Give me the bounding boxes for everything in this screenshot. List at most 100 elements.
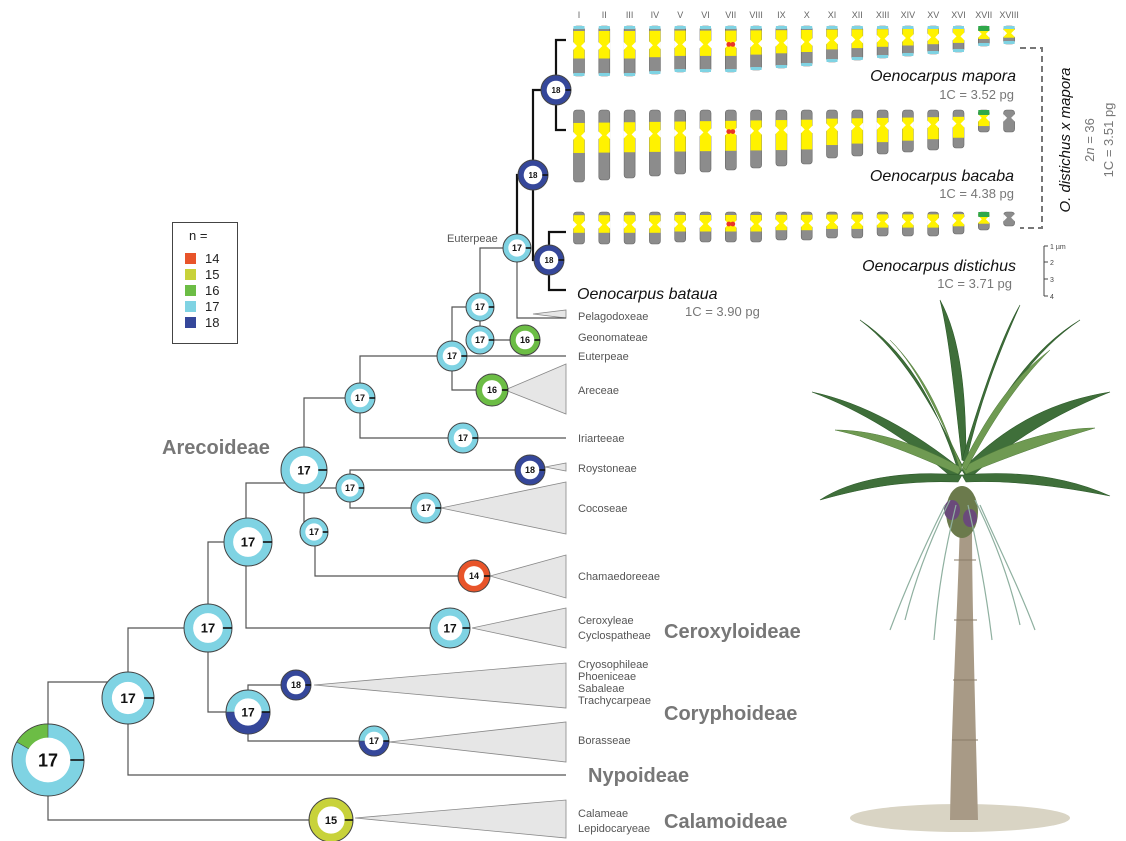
node-pie: 18	[517, 159, 549, 191]
chromosome	[674, 25, 687, 73]
chromosome	[573, 25, 585, 77]
node-pie: 18	[514, 454, 546, 486]
tip-cyclospatheae: Cyclospatheae	[578, 630, 651, 642]
chromosome	[851, 211, 864, 239]
triangle-borasseae	[388, 721, 567, 763]
chromosome	[977, 211, 990, 231]
node-label: 14	[469, 571, 479, 581]
chromosome-numeral: XVIII	[999, 10, 1019, 20]
chromosome	[775, 25, 788, 69]
node-label: 15	[325, 815, 337, 827]
subfamily-ceroxyloideae: Ceroxyloideae	[664, 621, 801, 643]
chromosome	[750, 211, 763, 243]
subfamily-arecoideae: Arecoideae	[162, 437, 270, 459]
chromosome-numeral: XV	[927, 10, 939, 20]
genome-mapora: 1C = 3.52 pg	[939, 87, 1014, 102]
tip-euterpeae-top: Euterpeae	[447, 233, 498, 245]
node-pie: 18	[280, 669, 312, 701]
ancestral-state-nodes: 17 15 17 17 17 18 17 17 17 17 17 18 17 14 17 17 17 16 17 16…	[11, 74, 572, 841]
node-pie: 14	[457, 559, 491, 593]
chromosome	[826, 25, 838, 63]
chromosome-numeral: XIII	[876, 10, 890, 20]
tip-borasseae: Borasseae	[578, 735, 631, 747]
chromosome	[927, 109, 940, 151]
chromosome-numeral: II	[602, 10, 607, 20]
node-pie: 16	[509, 324, 541, 356]
genome-bacaba: 1C = 4.38 pg	[939, 186, 1014, 201]
node-label: 18	[529, 171, 538, 180]
hybrid-label: O. distichus x mapora 2n = 36 1C = 3.51 …	[1057, 67, 1116, 212]
karyotypes	[573, 25, 1016, 245]
chromosome	[952, 109, 965, 149]
node-label: 17	[345, 483, 355, 493]
chromosome	[573, 211, 585, 245]
tip-roystoneae: Roystoneae	[578, 463, 637, 475]
chromosome	[901, 109, 914, 153]
node-pie: 17	[429, 607, 471, 649]
genome-distichus: 1C = 3.71 pg	[937, 276, 1012, 291]
chromosome	[674, 211, 687, 243]
chromosome	[750, 109, 763, 169]
node-pie: 17	[223, 517, 273, 567]
chromosome	[800, 109, 813, 165]
chromosome	[623, 109, 636, 179]
triangle-chamaedoreeae	[488, 554, 567, 599]
chromosome	[977, 109, 990, 133]
node-label: 17	[241, 705, 255, 719]
scale-unit: 1 µm	[1050, 244, 1066, 251]
triangle-ceroxyleae	[471, 607, 567, 649]
node-label: 17	[421, 503, 431, 513]
tip-sabaleae: Sabaleae	[578, 683, 625, 695]
node-label: 17	[447, 351, 457, 361]
subfamily-calamoideae: Calamoideae	[664, 811, 787, 833]
node-pie: 17	[11, 723, 85, 797]
tip-geonomateae: Geonomateae	[578, 332, 648, 344]
node-label: 17	[512, 243, 522, 253]
chromosome-numeral: XI	[828, 10, 837, 20]
node-label: 17	[241, 535, 255, 550]
chromosome	[977, 25, 990, 47]
tip-ceroxyleae: Ceroxyleae	[578, 615, 634, 627]
chromosome	[573, 109, 585, 183]
subfamily-nypoideae: Nypoideae	[588, 765, 689, 787]
node-pie: 18	[533, 244, 565, 276]
node-pie: 17	[465, 292, 495, 322]
chromosome-numeral: XII	[852, 10, 863, 20]
chromosome-numeral: VI	[701, 10, 710, 20]
node-pie: 17	[335, 473, 365, 503]
chromosome	[724, 109, 737, 171]
chromosome	[775, 109, 788, 167]
chromosome	[1003, 109, 1016, 133]
chromosome	[623, 25, 636, 77]
legend: n = 14 15 16 17 18	[172, 222, 238, 344]
node-pie: 17	[101, 671, 155, 725]
node-label: 17	[201, 621, 215, 636]
node-pie: 17	[225, 689, 271, 735]
triangle-coryphoideae	[313, 662, 567, 709]
triangle-calamoideae	[354, 799, 567, 839]
chromosome-numeral: IV	[651, 10, 660, 20]
chromosome	[800, 25, 813, 67]
chromosome-numeral: XIV	[901, 10, 916, 20]
chromosome	[699, 211, 712, 243]
chromosome	[876, 211, 889, 237]
genome-bataua: 1C = 3.90 pg	[685, 304, 760, 319]
subfamily-labels: Arecoideae Ceroxyloideae Coryphoideae Ny…	[162, 437, 801, 833]
node-label: 17	[475, 302, 485, 312]
node-label: 16	[487, 385, 497, 395]
chromosome	[876, 25, 889, 59]
palm-tree-illustration	[811, 299, 1111, 832]
hybrid-ploidy: 2n = 36	[1082, 118, 1097, 162]
node-pie: 17	[280, 446, 328, 494]
chromosome	[699, 25, 712, 73]
chromosome	[901, 25, 914, 57]
node-pie: 17	[344, 382, 376, 414]
species-mapora: Oenocarpus mapora	[870, 68, 1016, 85]
node-label: 17	[309, 527, 319, 537]
node-label: 17	[458, 433, 468, 443]
tip-euterpeae: Euterpeae	[578, 351, 629, 363]
chromosome	[598, 25, 611, 77]
chromosome	[648, 211, 661, 245]
